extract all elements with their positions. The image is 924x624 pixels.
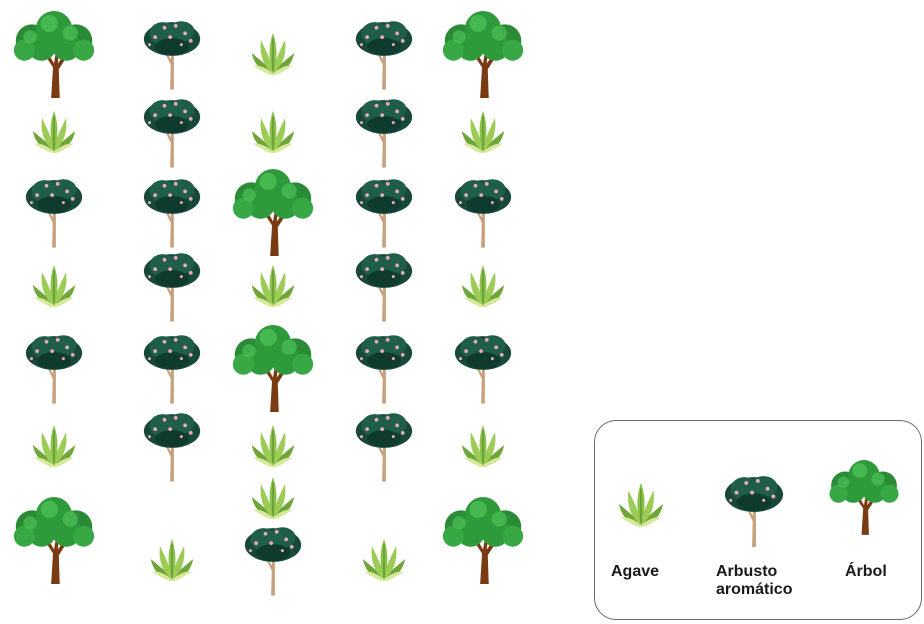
agave-icon xyxy=(617,479,665,536)
shrub-icon xyxy=(354,330,414,411)
agave-icon xyxy=(250,107,296,162)
shrub-icon xyxy=(354,408,414,489)
legend-label-arbusto: Arbusto aromático xyxy=(716,563,793,598)
shrub-icon xyxy=(142,94,202,175)
shrub-icon xyxy=(24,174,84,255)
legend-label-arbol: Árbol xyxy=(845,563,887,580)
agave-icon xyxy=(31,107,77,162)
shrub-icon xyxy=(243,522,303,603)
shrub-icon xyxy=(142,248,202,329)
agave-icon xyxy=(250,261,296,316)
tree-icon xyxy=(440,8,526,105)
agave-icon xyxy=(460,421,506,476)
agave-icon xyxy=(361,535,407,590)
legend-label-agave: Agave xyxy=(611,563,660,580)
agave-icon xyxy=(250,421,296,476)
agave-icon xyxy=(31,261,77,316)
shrub-icon xyxy=(142,174,202,255)
shrub-icon xyxy=(354,174,414,255)
agave-icon xyxy=(250,29,296,84)
agave-icon xyxy=(149,535,195,590)
shrub-icon xyxy=(453,330,513,411)
tree-icon xyxy=(11,8,97,105)
agave-icon xyxy=(31,421,77,476)
shrub-icon xyxy=(354,94,414,175)
shrub-icon xyxy=(723,471,785,554)
agave-icon xyxy=(460,107,506,162)
tree-icon xyxy=(230,166,316,263)
shrub-icon xyxy=(24,330,84,411)
agave-icon xyxy=(460,261,506,316)
agave-icon xyxy=(250,473,296,528)
shrub-icon xyxy=(453,174,513,255)
tree-icon xyxy=(440,494,526,591)
shrub-icon xyxy=(142,408,202,489)
shrub-icon xyxy=(354,248,414,329)
shrub-icon xyxy=(354,16,414,97)
shrub-icon xyxy=(142,16,202,97)
shrub-icon xyxy=(142,330,202,411)
tree-icon xyxy=(230,322,316,419)
legend-box: Agave Arbusto aromático Árbol xyxy=(594,420,922,620)
tree-icon xyxy=(11,494,97,591)
tree-icon xyxy=(827,457,901,542)
